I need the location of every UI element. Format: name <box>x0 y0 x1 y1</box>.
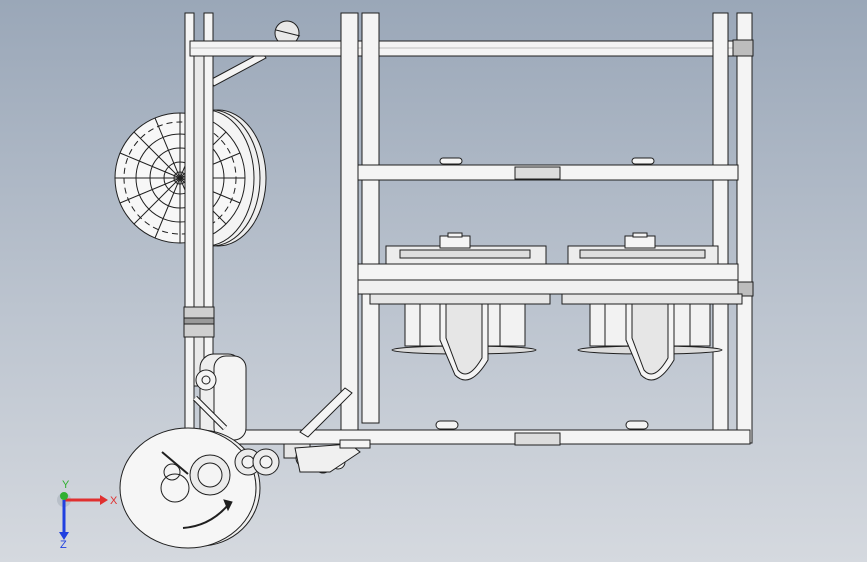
frame-column-right <box>712 12 754 444</box>
lower-diagonal-brace <box>299 387 353 438</box>
motor-mount-left <box>385 232 547 265</box>
upper-shelf <box>357 157 739 181</box>
z-axis-label: Z <box>60 539 67 548</box>
motor-mount-right <box>567 232 719 265</box>
y-axis-label: Y <box>62 479 70 491</box>
y-axis-arrow <box>60 492 68 500</box>
top-knob <box>274 20 301 46</box>
x-axis-label: X <box>110 495 118 507</box>
coordinate-triad: X Y Z <box>57 479 118 548</box>
frame-column-left <box>340 12 380 439</box>
top-crossbar <box>189 40 751 57</box>
front-wheel <box>119 427 261 549</box>
bottom-frame-rail <box>189 420 751 446</box>
reel-spokes <box>115 113 245 243</box>
roller-assembly <box>234 439 371 476</box>
middle-shelf <box>357 263 739 295</box>
drive-unit-right <box>561 293 743 381</box>
drive-unit-left <box>369 293 551 381</box>
chain-drive <box>192 353 247 443</box>
upper-diagonal-brace <box>209 51 267 87</box>
